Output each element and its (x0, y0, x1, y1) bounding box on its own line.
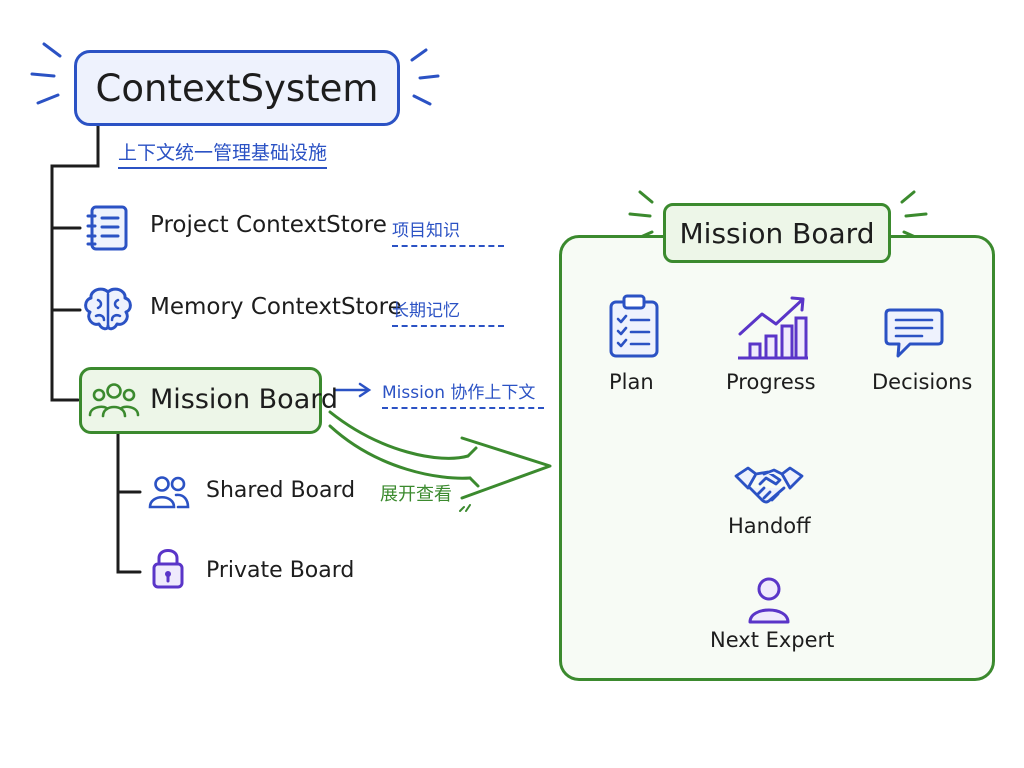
mission-board-node (79, 367, 322, 434)
lock-icon (150, 546, 186, 590)
chat-bubble-icon (884, 306, 944, 360)
panel-title: Mission Board (663, 203, 891, 263)
brain-icon (82, 286, 134, 334)
handshake-icon (734, 462, 804, 510)
sub-tree (116, 432, 142, 574)
panel-item-label: Plan (609, 370, 654, 394)
sub-item-label: Shared Board (206, 478, 356, 503)
users-icon (148, 474, 190, 510)
mission-note-arrow (334, 382, 372, 398)
expand-sparkle (458, 498, 472, 512)
tree-item-note: Mission 协作上下文 (382, 378, 544, 409)
panel-title-text: Mission Board (679, 216, 875, 250)
tree-trunk (50, 124, 100, 402)
tree-item-label: Project ContextStore (150, 212, 387, 238)
tree-item-note: 长期记忆 (392, 296, 504, 327)
tree-item-label: Memory ContextStore (150, 294, 402, 320)
expand-arrow (328, 410, 552, 500)
person-icon (746, 576, 792, 624)
root-title: ContextSystem (95, 66, 379, 110)
expand-label: 展开查看 (380, 484, 452, 505)
root-subtitle: 上下文统一管理基础设施 (118, 138, 328, 169)
notebook-icon (86, 204, 132, 252)
panel-item-label: Progress (726, 370, 816, 394)
panel-item-label: Decisions (872, 370, 973, 394)
trend-chart-icon (736, 294, 810, 360)
tree-item-note: 项目知识 (392, 216, 504, 247)
clipboard-checklist-icon (607, 294, 661, 360)
sub-item-label: Private Board (206, 558, 355, 583)
root-node: ContextSystem (74, 50, 400, 126)
tree-item-label: Mission Board (150, 384, 338, 415)
handoff-label: Handoff (728, 514, 811, 538)
team-icon (88, 382, 140, 418)
root-sparkles (30, 42, 440, 106)
next-expert-label: Next Expert (710, 628, 835, 652)
